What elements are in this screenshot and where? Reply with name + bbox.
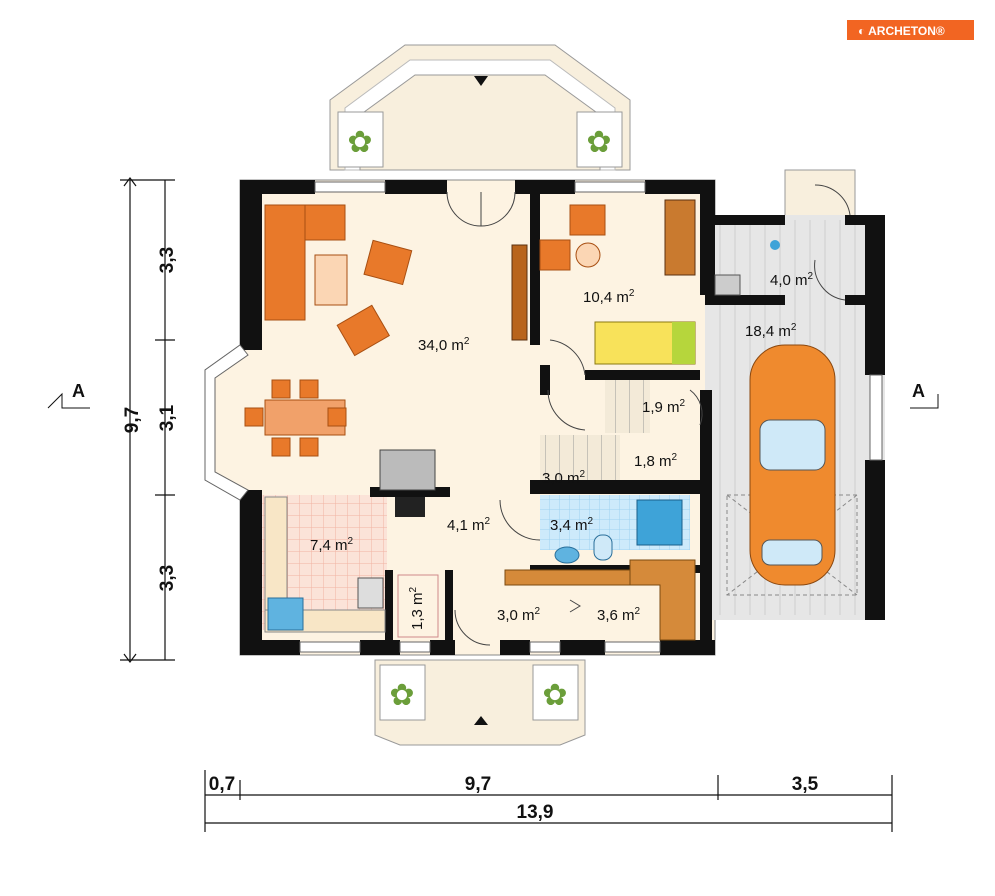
room-area-boiler: 4,0 m2 bbox=[770, 271, 814, 289]
room-area-garage: 18,4 m2 bbox=[745, 322, 797, 340]
svg-text:A: A bbox=[72, 381, 85, 401]
total-depth-label: 9,7 bbox=[122, 407, 143, 433]
stove-icon bbox=[357, 577, 384, 609]
room-area-storage: 1,8 m2 bbox=[634, 452, 678, 470]
room-area-vestibule: 3,0 m2 bbox=[497, 606, 541, 624]
width-segment-label: 3,5 bbox=[792, 774, 819, 795]
section-mark-right: A bbox=[910, 381, 939, 409]
walls bbox=[240, 180, 885, 655]
boiler-sink-icon bbox=[770, 240, 780, 250]
room-area-bathroom: 3,4 m2 bbox=[550, 516, 594, 534]
washbasin-icon bbox=[554, 546, 580, 564]
bottom-terrace: ✿ ✿ bbox=[374, 659, 586, 746]
toilet-icon bbox=[593, 534, 613, 561]
depth-segment-label: 3,1 bbox=[157, 404, 178, 431]
plant-icon: ✿ bbox=[389, 679, 414, 712]
svg-text:◐ ARCHETON®: ◐ ARCHETON® bbox=[858, 24, 945, 38]
plant-icon: ✿ bbox=[586, 126, 611, 159]
boiler-icon bbox=[714, 274, 741, 296]
room-area-staircase: 3,0 m2 bbox=[542, 469, 586, 487]
depth-segment-label: 3,3 bbox=[157, 565, 178, 591]
entrance-arrow-icon bbox=[474, 716, 488, 725]
room-area-bedroom: 10,4 m2 bbox=[583, 288, 635, 306]
width-segment-label: 9,7 bbox=[465, 774, 491, 795]
total-width-label: 13,9 bbox=[517, 802, 554, 823]
room-area-living: 34,0 m2 bbox=[418, 336, 470, 354]
furniture bbox=[244, 199, 780, 641]
section-mark-left: A bbox=[47, 381, 90, 409]
sink-icon bbox=[267, 597, 304, 631]
car-icon bbox=[726, 344, 858, 596]
dimension-lines bbox=[120, 177, 893, 832]
entrance-arrow-icon bbox=[474, 76, 488, 86]
room-area-wardrobe: 3,6 m2 bbox=[597, 606, 641, 624]
shower-icon bbox=[636, 499, 683, 546]
room-area-kitchen: 7,4 m2 bbox=[310, 536, 354, 554]
plant-icon: ✿ bbox=[542, 679, 567, 712]
plant-icon: ✿ bbox=[347, 126, 372, 159]
room-labels: 34,0 m2 10,4 m2 4,0 m2 18,4 m2 1,9 m2 1,… bbox=[310, 271, 814, 630]
svg-text:A: A bbox=[912, 381, 925, 401]
top-bay-window: ✿ ✿ bbox=[329, 44, 631, 171]
depth-segment-label: 3,3 bbox=[157, 247, 178, 273]
room-area-hall: 4,1 m2 bbox=[447, 516, 491, 534]
archeton-logo: ◐ ARCHETON® bbox=[847, 20, 974, 40]
width-segment-label: 0,7 bbox=[209, 774, 235, 795]
room-area-pantry: 1,3 m2 bbox=[408, 586, 426, 630]
room-area-stair-hall: 1,9 m2 bbox=[642, 398, 686, 416]
